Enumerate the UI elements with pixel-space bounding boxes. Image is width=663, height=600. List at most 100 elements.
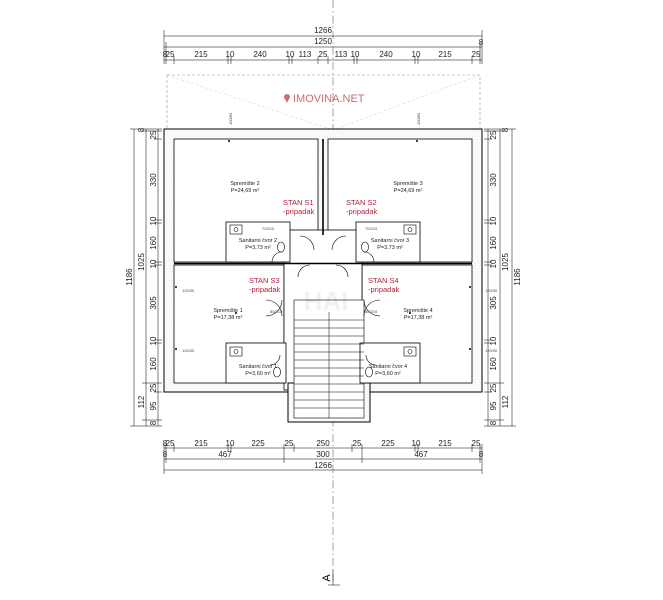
room-name: Sanitarni čvor 4 (369, 364, 407, 370)
window-tags: 100/60 100/60 120/30 120/30 120/30 120/3… (182, 112, 498, 353)
unit-note: -pripadak (249, 285, 281, 294)
dim-right-seg: 8 (501, 127, 510, 132)
unit-name: STAN S1 (283, 198, 314, 207)
room-area: P=17,38 m² (404, 315, 433, 321)
background-watermark: HAI (304, 286, 349, 316)
dim-right-seg: 95 (489, 401, 498, 410)
dim-bottom-seg: 25 (472, 439, 481, 448)
room-name: Sanitarni čvor 1 (239, 364, 277, 370)
staircase (294, 312, 364, 418)
room-area: P=3,73 m² (245, 245, 271, 251)
roof-line-a (166, 74, 334, 131)
dim-top-seg: 240 (379, 50, 393, 59)
dim-left-seg: 160 (149, 236, 158, 250)
unit-note: -pripadak (283, 207, 315, 216)
room-name: Spremište 2 (230, 181, 259, 187)
window-tag: 120/30 (485, 348, 498, 353)
dim-bottom-segments: 8 25 215 10 225 25 250 25 225 10 215 25 … (163, 439, 484, 459)
dim-top-seg: 10 (351, 50, 360, 59)
dim-bottom-seg: 25 (353, 439, 362, 448)
dim-top-seg: 240 (253, 50, 267, 59)
room-name: Spremište 1 (213, 308, 242, 314)
dim-top-seg: 25 (319, 50, 328, 59)
dim-left-seg: 8 (149, 420, 158, 425)
dim-right-seg: 160 (489, 357, 498, 371)
dim-top-total-outer: 1266 (314, 26, 332, 35)
window-tag: 120/30 (485, 288, 498, 293)
dim-bottom-seg: 250 (316, 439, 330, 448)
dim-top-seg: 10 (412, 50, 421, 59)
door-tags: 80/210 80/210 70/210 70/210 (262, 226, 378, 314)
room-name: Spremište 3 (393, 181, 422, 187)
sanitary-fixtures (229, 224, 417, 378)
dim-left-seg: 305 (149, 296, 158, 310)
dim-left-outer-total: 1186 (125, 268, 134, 286)
door-tag: 70/210 (365, 226, 378, 231)
window-tag: 120/30 (182, 288, 195, 293)
room-name: Sanitarni čvor 2 (239, 238, 277, 244)
dim-left-seg: 8 (137, 127, 146, 132)
dim-bottom-seg: 25 (166, 439, 175, 448)
dim-left-seg: 10 (149, 336, 158, 345)
dim-bottom-seg: 8 (479, 450, 484, 459)
unit-labels: STAN S1 -pripadak STAN S2 -pripadak STAN… (249, 198, 400, 294)
dim-top-seg: 113 (335, 50, 348, 59)
dim-bottom-seg: 215 (194, 439, 208, 448)
dim-left-inner-total: 1025 (137, 253, 146, 271)
door-tag: 70/210 (262, 226, 275, 231)
dim-left-seg: 25 (149, 130, 158, 139)
room-name: Sanitarni čvor 3 (371, 238, 409, 244)
dim-top-seg: 8 (163, 50, 168, 59)
room-area: P=24,69 m² (231, 188, 260, 194)
dim-right-seg: 10 (489, 336, 498, 345)
dim-right-seg: 25 (489, 383, 498, 392)
window-tag: 100/60 (228, 112, 233, 125)
room-labels: Spremište 2 P=24,69 m² Spremište 3 P=24,… (213, 181, 432, 377)
dim-left-seg: 330 (149, 173, 158, 187)
dim-top-seg: 8 (479, 38, 484, 47)
window-tag: 100/60 (416, 112, 421, 125)
watermark-logo: IMOVINA.NET (284, 93, 365, 105)
dim-right-seg: 10 (489, 259, 498, 268)
unit-name: STAN S2 (346, 198, 377, 207)
dim-bottom-seg: 225 (381, 439, 395, 448)
dim-right: 1186 1025 8 25 330 10 160 10 305 10 160 … (489, 127, 522, 425)
dim-bottom-seg: 225 (251, 439, 265, 448)
dim-bottom-group: 300 (316, 450, 330, 459)
dim-top-total-inner: 1250 (314, 37, 332, 46)
dim-left-seg: 160 (149, 357, 158, 371)
dim-bottom-group: 467 (414, 450, 428, 459)
dim-left-seg: 25 (149, 383, 158, 392)
dim-left-seg: 95 (149, 401, 158, 410)
room-name: Spremište 4 (403, 308, 432, 314)
outlet-markers (175, 140, 471, 350)
dim-right-seg: 10 (489, 216, 498, 225)
room-area: P=17,38 m² (214, 315, 243, 321)
unit-note: -pripadak (346, 207, 378, 216)
location-pin-tail (285, 98, 289, 103)
dim-left-seg: 10 (149, 216, 158, 225)
dim-top-segments: 8 25 215 10 240 10 113 25 113 10 240 10 … (163, 38, 484, 59)
dim-left: 1186 1025 8 25 330 10 160 10 305 10 160 … (125, 127, 158, 425)
dim-top-seg: 215 (438, 50, 452, 59)
dim-bottom-seg: 215 (438, 439, 452, 448)
door-swings (265, 235, 381, 366)
dim-left-extra: 112 (137, 395, 146, 408)
building-walls (163, 128, 483, 423)
dim-left-seg: 10 (149, 259, 158, 268)
door-tag: 80/210 (270, 309, 283, 314)
dim-bottom-seg: 10 (412, 439, 421, 448)
dim-bottom-group: 8 (163, 450, 168, 459)
room-area: P=3,60 m² (375, 371, 401, 377)
unit-note: -pripadak (368, 285, 400, 294)
dim-bottom-total: 1266 (314, 461, 332, 470)
room-area: P=3,73 m² (377, 245, 403, 251)
dim-right-extra: 112 (501, 395, 510, 408)
dim-right-outer-total: 1186 (513, 268, 522, 286)
dim-right-seg: 305 (489, 296, 498, 310)
logo-text: IMOVINA.NET (293, 93, 365, 105)
dim-right-seg: 330 (489, 173, 498, 187)
dim-top-seg: 25 (166, 50, 175, 59)
dim-bottom-seg: 8 (163, 439, 168, 448)
